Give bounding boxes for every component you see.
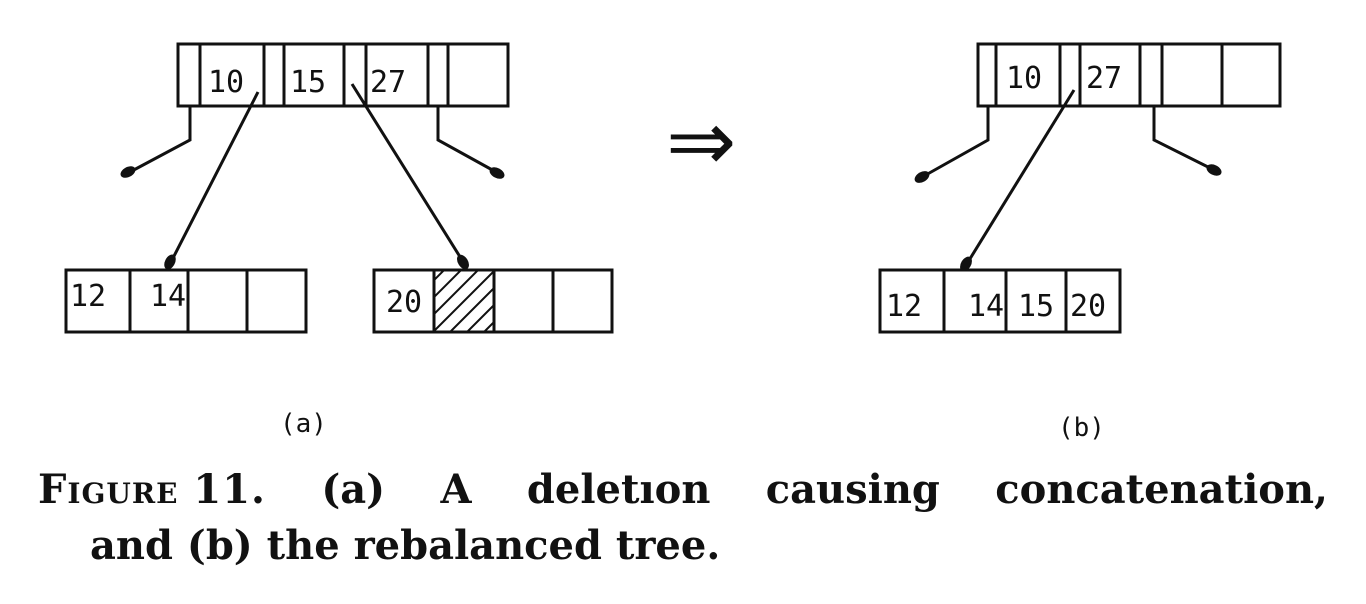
part-b-merged-leaf-key-3: 15	[1018, 289, 1054, 324]
part-b-merged-leaf-key-4: 20	[1070, 289, 1106, 324]
part-b-root-node	[976, 42, 1282, 108]
part-b-pointer-1	[966, 89, 1076, 263]
figure-caption: Figure 11. (a) A deletıon causing concat…	[38, 462, 1328, 574]
caption-word: A	[440, 466, 472, 513]
part-b-merged-leaf-key-2: 14	[968, 289, 1004, 324]
arrowhead-icon	[489, 167, 505, 179]
arrowhead-icon	[120, 166, 136, 178]
caption-word: causing	[765, 466, 940, 513]
part-b-merged-leaf-node	[878, 268, 1122, 334]
arrowhead-icon	[164, 254, 176, 270]
part-b-label: (b)	[1058, 413, 1105, 443]
part-b-pointer-0	[923, 106, 990, 178]
part-a-pointer-0	[129, 106, 192, 174]
part-a-label: (a)	[280, 409, 327, 439]
part-a-root-node	[176, 42, 510, 108]
arrowhead-icon	[960, 256, 972, 272]
part-a-pointer-2	[350, 83, 464, 261]
part-a-pointer-3	[436, 106, 497, 174]
figure-number: Figure 11.	[38, 466, 266, 513]
part-a-root-key-3: 27	[370, 65, 406, 100]
part-b-root-key-2: 27	[1086, 61, 1122, 96]
part-a-left-leaf-key-1: 12	[70, 279, 106, 314]
caption-line-2: and (b) the rebalanced tree.	[90, 522, 721, 569]
part-a-left-leaf-node	[64, 268, 308, 334]
part-a-root-key-1: 10	[208, 65, 244, 100]
part-a-left-leaf-key-2: 14	[150, 279, 186, 314]
transition-arrow-icon: ⇒	[666, 92, 736, 190]
caption-word: (a)	[321, 466, 386, 513]
part-b-merged-leaf-key-1: 12	[886, 289, 922, 324]
part-a-right-leaf-node	[372, 268, 614, 334]
deleted-key-hatched-slot	[432, 268, 496, 334]
arrowhead-icon	[914, 171, 930, 183]
caption-word: concatenation,	[995, 466, 1328, 513]
part-a-root-key-2: 15	[290, 65, 326, 100]
caption-word: deletıon	[526, 466, 711, 513]
part-b-root-key-1: 10	[1006, 61, 1042, 96]
part-a-pointer-1	[170, 91, 260, 261]
arrowhead-icon	[1206, 164, 1222, 176]
part-a-right-leaf-key-1: 20	[386, 285, 422, 320]
arrowhead-icon	[457, 254, 469, 270]
part-b-pointer-2	[1152, 106, 1215, 172]
